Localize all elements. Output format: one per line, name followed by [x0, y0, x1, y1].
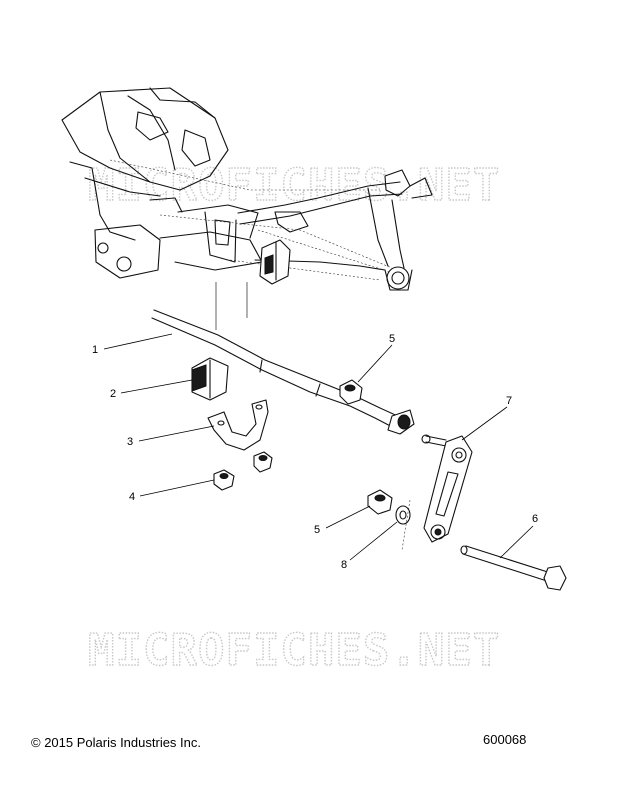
- callout-2: 2: [110, 388, 116, 400]
- callout-leaders: [103, 333, 534, 561]
- callout-4: 4: [129, 491, 135, 503]
- watermark-bottom: MICROFICHES.NET: [88, 625, 500, 676]
- flange-nut-right: [253, 451, 273, 473]
- chassis-frame: [61, 87, 433, 291]
- callout-8: 8: [341, 559, 347, 571]
- callout-3: 3: [127, 436, 133, 448]
- diagram-number: 600068: [483, 732, 527, 747]
- flange-nut-left: [213, 469, 235, 491]
- hex-bolt: [460, 545, 567, 591]
- copyright-notice: © 2015 Polaris Industries Inc.: [31, 735, 201, 750]
- clamp-bracket: [207, 399, 269, 451]
- mount-guide-lines: [215, 282, 248, 330]
- stabilizer-link: [401, 434, 473, 551]
- callout-5-upper: 5: [389, 333, 395, 345]
- stabilizer-bar: [151, 309, 415, 435]
- callout-7: 7: [506, 395, 512, 407]
- lock-nut-upper: [339, 379, 363, 405]
- bushing-right: [259, 239, 291, 285]
- bushing-left: [191, 357, 229, 401]
- callout-1: 1: [92, 344, 98, 356]
- lock-nut-lower: [367, 489, 393, 515]
- callout-5-lower: 5: [314, 524, 320, 536]
- washer: [395, 505, 411, 525]
- callout-6: 6: [532, 513, 538, 525]
